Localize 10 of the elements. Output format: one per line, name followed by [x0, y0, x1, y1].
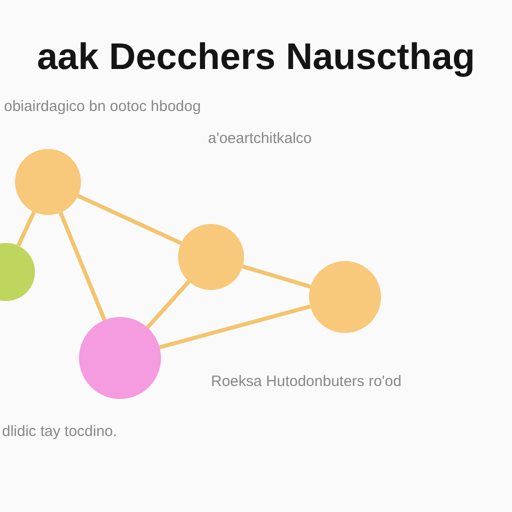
- title: aak Decchers Nauscthag: [36, 36, 476, 78]
- connector-line: [146, 280, 190, 329]
- connector-line: [58, 212, 106, 321]
- text-label: Roeksa Hutodonbuters ro'od: [211, 373, 402, 390]
- text-label: a'oeartchitkalco: [208, 130, 312, 147]
- text-label: dlidic tay tocdino.: [2, 423, 118, 440]
- connector-line: [159, 304, 311, 350]
- connector-line: [77, 194, 182, 246]
- connector-line: [16, 211, 36, 247]
- text-label: obiairdagico bn ootoc hbodog: [4, 98, 201, 115]
